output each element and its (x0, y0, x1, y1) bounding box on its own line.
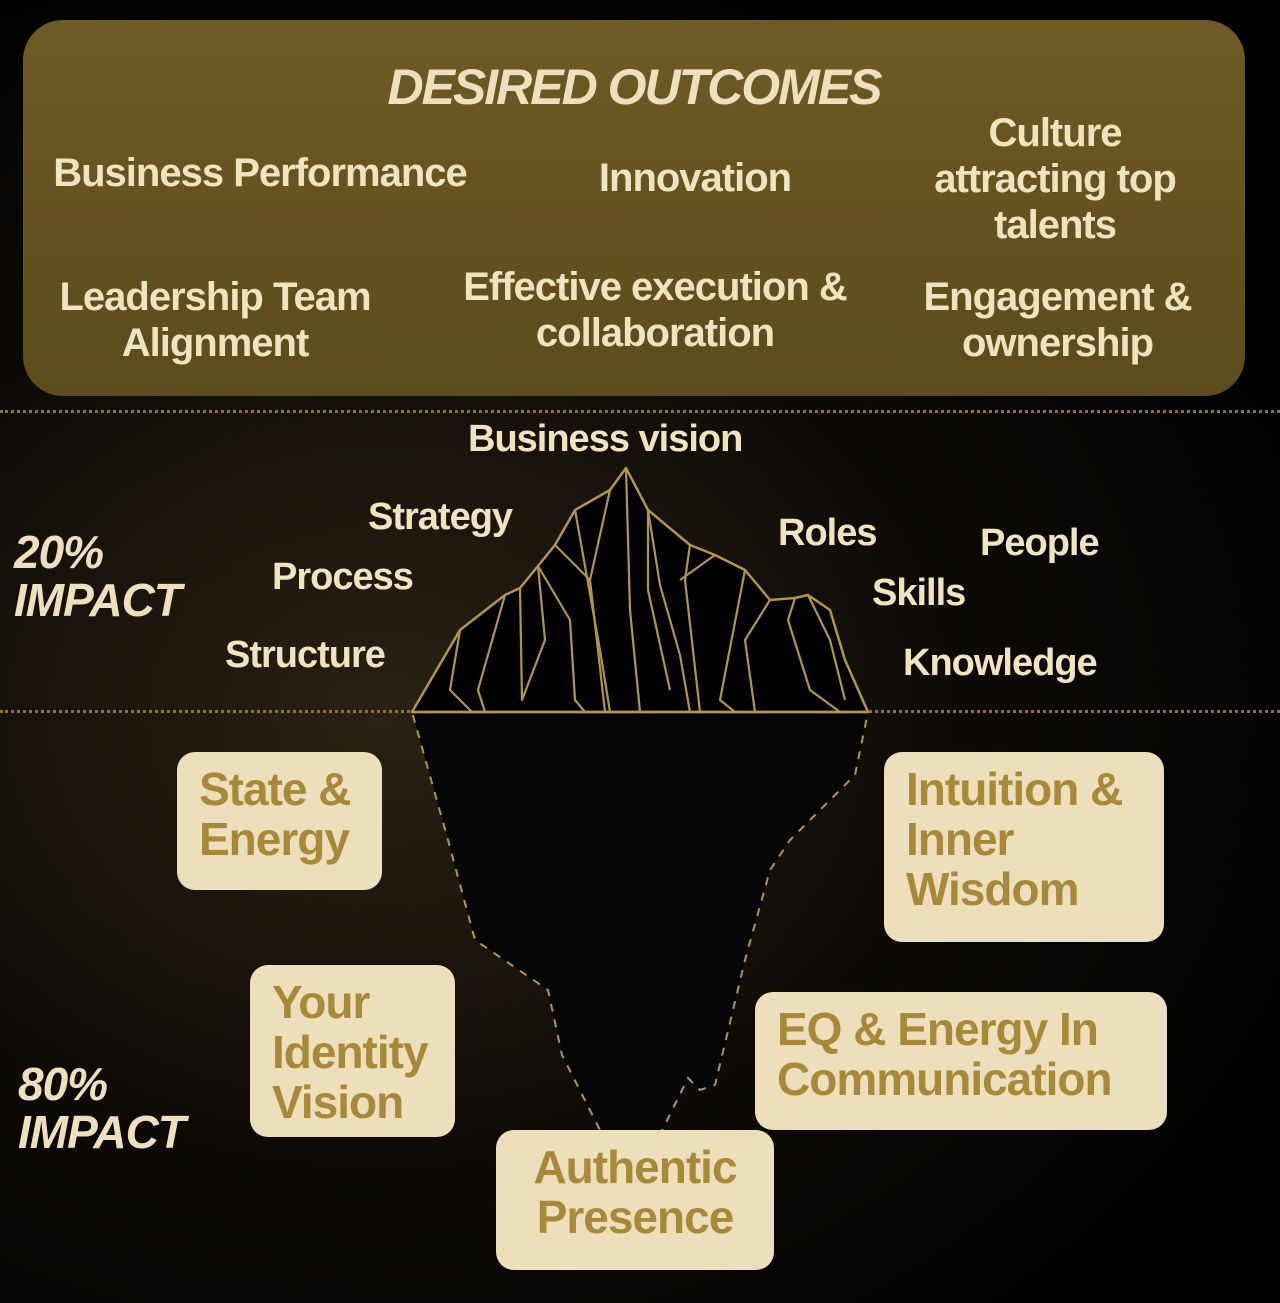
outcome-effective-execution: Effective execution & collaboration (463, 265, 848, 355)
impact-80: 80% IMPACT (18, 1058, 186, 1158)
label-roles: Roles (778, 512, 877, 554)
impact-20: 20% IMPACT (14, 526, 182, 626)
outcome-engagement: Engagement & ownership (923, 275, 1192, 365)
box-eq-communication: EQ & Energy In Communication (755, 992, 1167, 1130)
label-structure: Structure (225, 634, 386, 676)
top-divider (0, 410, 1280, 413)
outcome-business-performance: Business Performance (53, 151, 468, 195)
box-authentic-presence: Authentic Presence (496, 1130, 774, 1270)
box-identity-vision: Your Identity Vision (250, 965, 455, 1137)
label-skills: Skills (872, 572, 966, 614)
label-strategy: Strategy (368, 496, 513, 538)
iceberg-underwater-body (410, 711, 870, 1177)
outcome-culture: Culture attracting top talents (934, 111, 1177, 247)
box-state-energy: State & Energy (177, 752, 382, 890)
label-business-vision: Business vision (468, 418, 743, 460)
outcome-leadership-alignment: Leadership Team Alignment (59, 275, 371, 365)
box-intuition-wisdom: Intuition & Inner Wisdom (884, 752, 1164, 942)
desired-outcomes-panel: DESIRED OUTCOMES (23, 20, 1245, 396)
outcome-innovation: Innovation (598, 156, 792, 200)
label-process: Process (272, 556, 414, 598)
iceberg-tip-body (410, 466, 870, 714)
iceberg-facets (448, 467, 847, 713)
panel-title: DESIRED OUTCOMES (387, 59, 882, 115)
label-people: People (980, 522, 1100, 564)
label-knowledge: Knowledge (903, 642, 1098, 684)
